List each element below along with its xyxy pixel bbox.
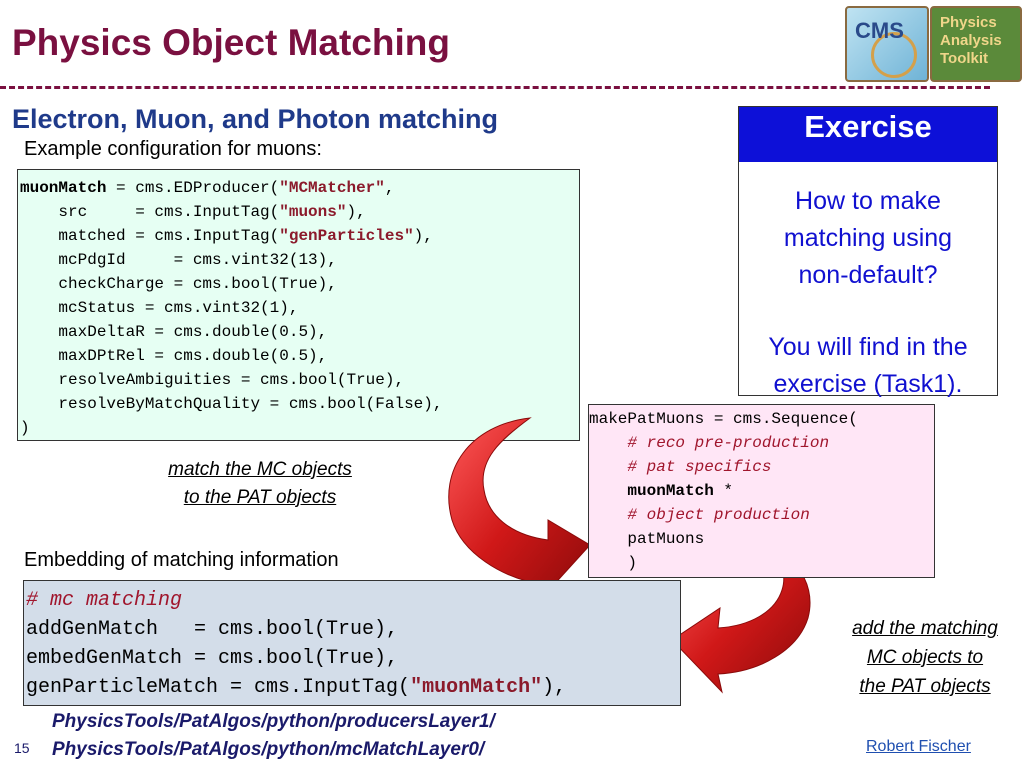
code-line: src = cms.InputTag("muons"), (20, 203, 366, 221)
add-note-line: the PAT objects (859, 676, 991, 697)
source-paths: PhysicsTools/PatAlgos/python/producersLa… (52, 708, 495, 764)
exercise-line: exercise (Task1). (773, 370, 963, 398)
section-subtitle: Electron, Muon, and Photon matching (12, 104, 498, 134)
muon-match-code-block: muonMatch = cms.EDProducer("MCMatcher", … (17, 169, 580, 441)
code-line: maxDeltaR = cms.double(0.5), (20, 323, 328, 341)
code-line: resolveAmbiguities = cms.bool(True), (20, 371, 405, 389)
code-line: patMuons (589, 530, 705, 548)
match-note-line: to the PAT objects (183, 487, 337, 508)
code-comment: # mc matching (26, 589, 183, 612)
code-comment: # pat specifics (589, 458, 772, 476)
source-path: PhysicsTools/PatAlgos/python/mcMatchLaye… (52, 739, 485, 760)
author-link[interactable]: Robert Fischer (866, 738, 971, 755)
code-line: resolveByMatchQuality = cms.bool(False), (20, 395, 443, 413)
code-line: embedGenMatch = cms.bool(True), (26, 647, 399, 670)
code-line: maxDPtRel = cms.double(0.5), (20, 347, 328, 365)
exercise-line: matching using (783, 224, 953, 252)
pat-logo-text: Physics Analysis Toolkit (940, 14, 1002, 67)
pat-logo: Physics Analysis Toolkit (930, 6, 1022, 82)
match-note: match the MC objects to the PAT objects (120, 456, 400, 512)
code-line: muonMatch = cms.EDProducer("MCMatcher", (20, 179, 395, 197)
add-note-line: add the matching (852, 618, 998, 639)
code-comment: # reco pre-production (589, 434, 830, 452)
cms-logo-ring (871, 32, 917, 78)
exercise-line: You will find in the (768, 333, 968, 361)
code-line: muonMatch * (589, 482, 734, 500)
match-note-line: match the MC objects (168, 459, 352, 480)
exercise-line: non-default? (798, 261, 938, 289)
make-pat-muons-code-block: makePatMuons = cms.Sequence( # reco pre-… (588, 404, 935, 578)
exercise-spacer (739, 294, 997, 329)
embedding-code-block: # mc matching addGenMatch = cms.bool(True… (23, 580, 681, 706)
code-line: ) (20, 419, 30, 437)
page-number: 15 (14, 740, 30, 756)
exercise-line: How to make (795, 187, 941, 215)
code-line: addGenMatch = cms.bool(True), (26, 618, 399, 641)
cms-logo-text: CMS (855, 18, 904, 43)
code-comment: # object production (589, 506, 810, 524)
code-line: makePatMuons = cms.Sequence( (589, 410, 858, 428)
code-line: mcPdgId = cms.vint32(13), (20, 251, 337, 269)
code-line: checkCharge = cms.bool(True), (20, 275, 337, 293)
cms-logo: CMS (845, 6, 929, 82)
code-line: ) (589, 554, 638, 572)
title-divider (0, 86, 990, 89)
add-note-line: MC objects to (866, 647, 984, 668)
source-path: PhysicsTools/PatAlgos/python/producersLa… (52, 711, 495, 732)
code-line: genParticleMatch = cms.InputTag("muonMat… (26, 676, 567, 699)
exercise-heading: Exercise (739, 107, 997, 162)
embedding-label: Embedding of matching information (24, 549, 339, 571)
example-label: Example configuration for muons: (24, 138, 322, 160)
arrow-to-sequence-icon (448, 417, 591, 601)
exercise-body: How to make matching using non-default? … (739, 183, 997, 403)
code-line: matched = cms.InputTag("genParticles"), (20, 227, 433, 245)
add-note: add the matching MC objects to the PAT o… (826, 614, 1024, 701)
slide-title: Physics Object Matching (12, 22, 450, 63)
code-line: mcStatus = cms.vint32(1), (20, 299, 299, 317)
exercise-box: Exercise How to make matching using non-… (738, 106, 998, 398)
